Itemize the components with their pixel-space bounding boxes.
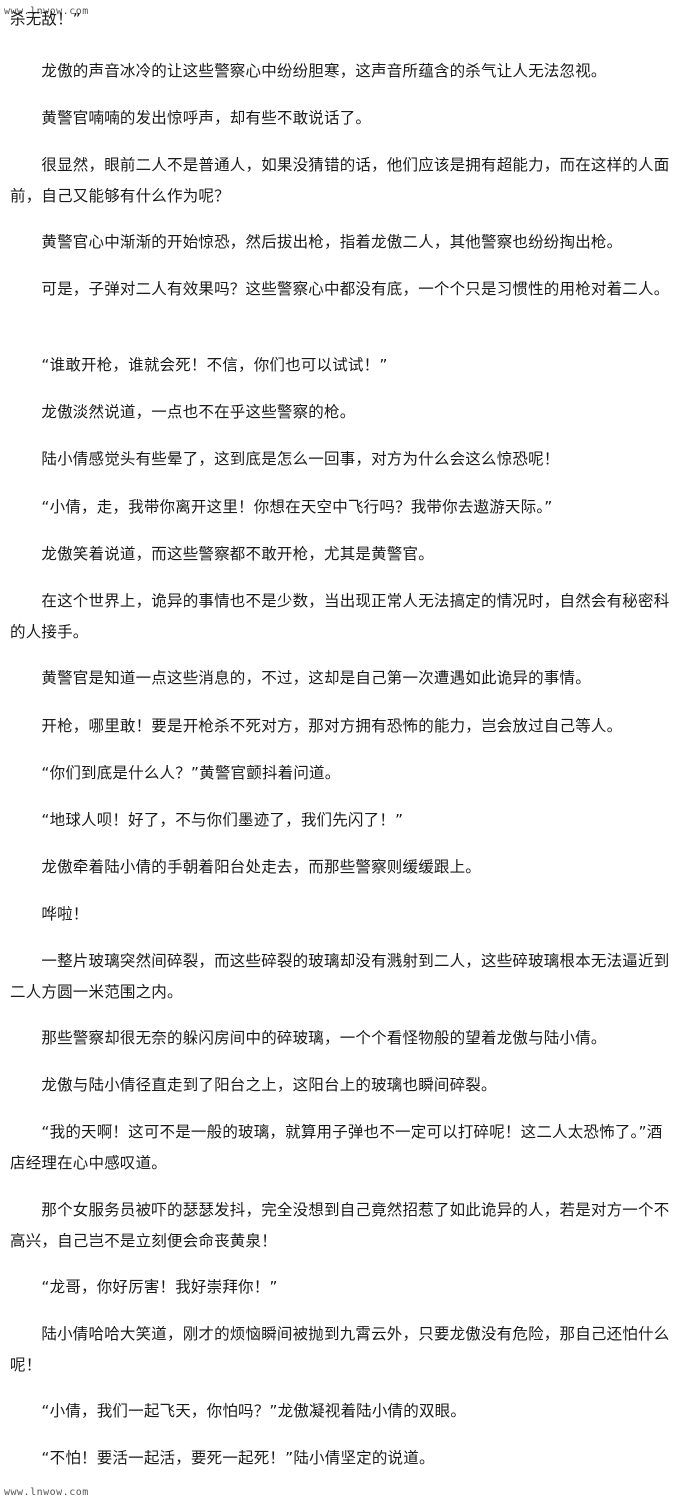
paragraph: 龙傲淡然说道，一点也不在乎这些警察的枪。 <box>10 403 356 421</box>
paragraph: 那个女服务员被吓的瑟瑟发抖，完全没想到自己竟然招惹了如此诡异的人，若是对方一个不… <box>10 1201 670 1250</box>
paragraph: “我的天啊！这可不是一般的玻璃，就算用子弹也不一定可以打碎呢！这二人太恐怖了。”… <box>10 1123 663 1172</box>
paragraph: 龙傲笑着说道，而这些警察都不敢开枪，尤其是黄警官。 <box>10 545 434 563</box>
paragraph: 黄警官心中渐渐的开始惊恐，然后拔出枪，指着龙傲二人，其他警察也纷纷掏出枪。 <box>10 233 623 251</box>
paragraph: “龙哥，你好厉害！我好崇拜你！” <box>10 1278 278 1296</box>
paragraph: “谁敢开枪，谁就会死！不信，你们也可以试试！” <box>10 356 388 374</box>
watermark-bottom: www.lnwow.com <box>4 1487 89 1498</box>
paragraph: 在这个世界上，诡异的事情也不是少数，当出现正常人无法搞定的情况时，自然会有秘密科… <box>10 592 670 641</box>
paragraph: 龙傲的声音冰冷的让这些警察心中纷纷胆寒，这声音所蕴含的杀气让人无法忽视。 <box>10 62 607 80</box>
paragraph: 可是，子弹对二人有效果吗？这些警察心中都没有底，一个个只是习惯性的用枪对着二人。 <box>10 280 670 298</box>
paragraph: 陆小倩哈哈大笑道，刚才的烦恼瞬间被抛到九霄云外，只要龙傲没有危险，那自己还怕什么… <box>10 1325 670 1374</box>
paragraph: 龙傲牵着陆小倩的手朝着阳台处走去，而那些警察则缓缓跟上。 <box>10 858 482 876</box>
paragraph: 一整片玻璃突然间碎裂，而这些碎裂的玻璃却没有溅射到二人，这些碎玻璃根本无法逼近到… <box>10 952 670 1001</box>
paragraph: “小倩，走，我带你离开这里！你想在天空中飞行吗？我带你去遨游天际。” <box>10 498 553 516</box>
paragraph: “你们到底是什么人？”黄警官颤抖着问道。 <box>10 764 341 782</box>
paragraph: 开枪，哪里敢！要是开枪杀不死对方，那对方拥有恐怖的能力，岂会放过自己等人。 <box>10 717 623 735</box>
watermark-top: www.lnwow.com <box>4 6 89 17</box>
paragraph: 哗啦！ <box>10 905 89 923</box>
paragraph: 黄警官是知道一点这些消息的，不过，这却是自己第一次遭遇如此诡异的事情。 <box>10 669 591 687</box>
paragraph: “不怕！要活一起活，要死一起死！”陆小倩坚定的说道。 <box>10 1449 435 1467</box>
paragraph: “地球人呗！好了，不与你们墨迹了，我们先闪了！” <box>10 811 404 829</box>
paragraph: 那些警察却很无奈的躲闪房间中的碎玻璃，一个个看怪物般的望着龙傲与陆小倩。 <box>10 1029 607 1047</box>
paragraph: 陆小倩感觉头有些晕了，这到底是怎么一回事，对方为什么会这么惊恐呢！ <box>10 450 560 468</box>
paragraph: 杀无敌！” <box>10 10 82 28</box>
paragraph: 龙傲与陆小倩径直走到了阳台之上，这阳台上的玻璃也瞬间碎裂。 <box>10 1076 497 1094</box>
paragraph: 黄警官喃喃的发出惊呼声，却有些不敢说话了。 <box>10 109 372 127</box>
paragraph: 很显然，眼前二人不是普通人，如果没猜错的话，他们应该是拥有超能力，而在这样的人面… <box>10 156 670 205</box>
paragraph: “小倩，我们一起飞天，你怕吗？”龙傲凝视着陆小倩的双眼。 <box>10 1402 467 1420</box>
